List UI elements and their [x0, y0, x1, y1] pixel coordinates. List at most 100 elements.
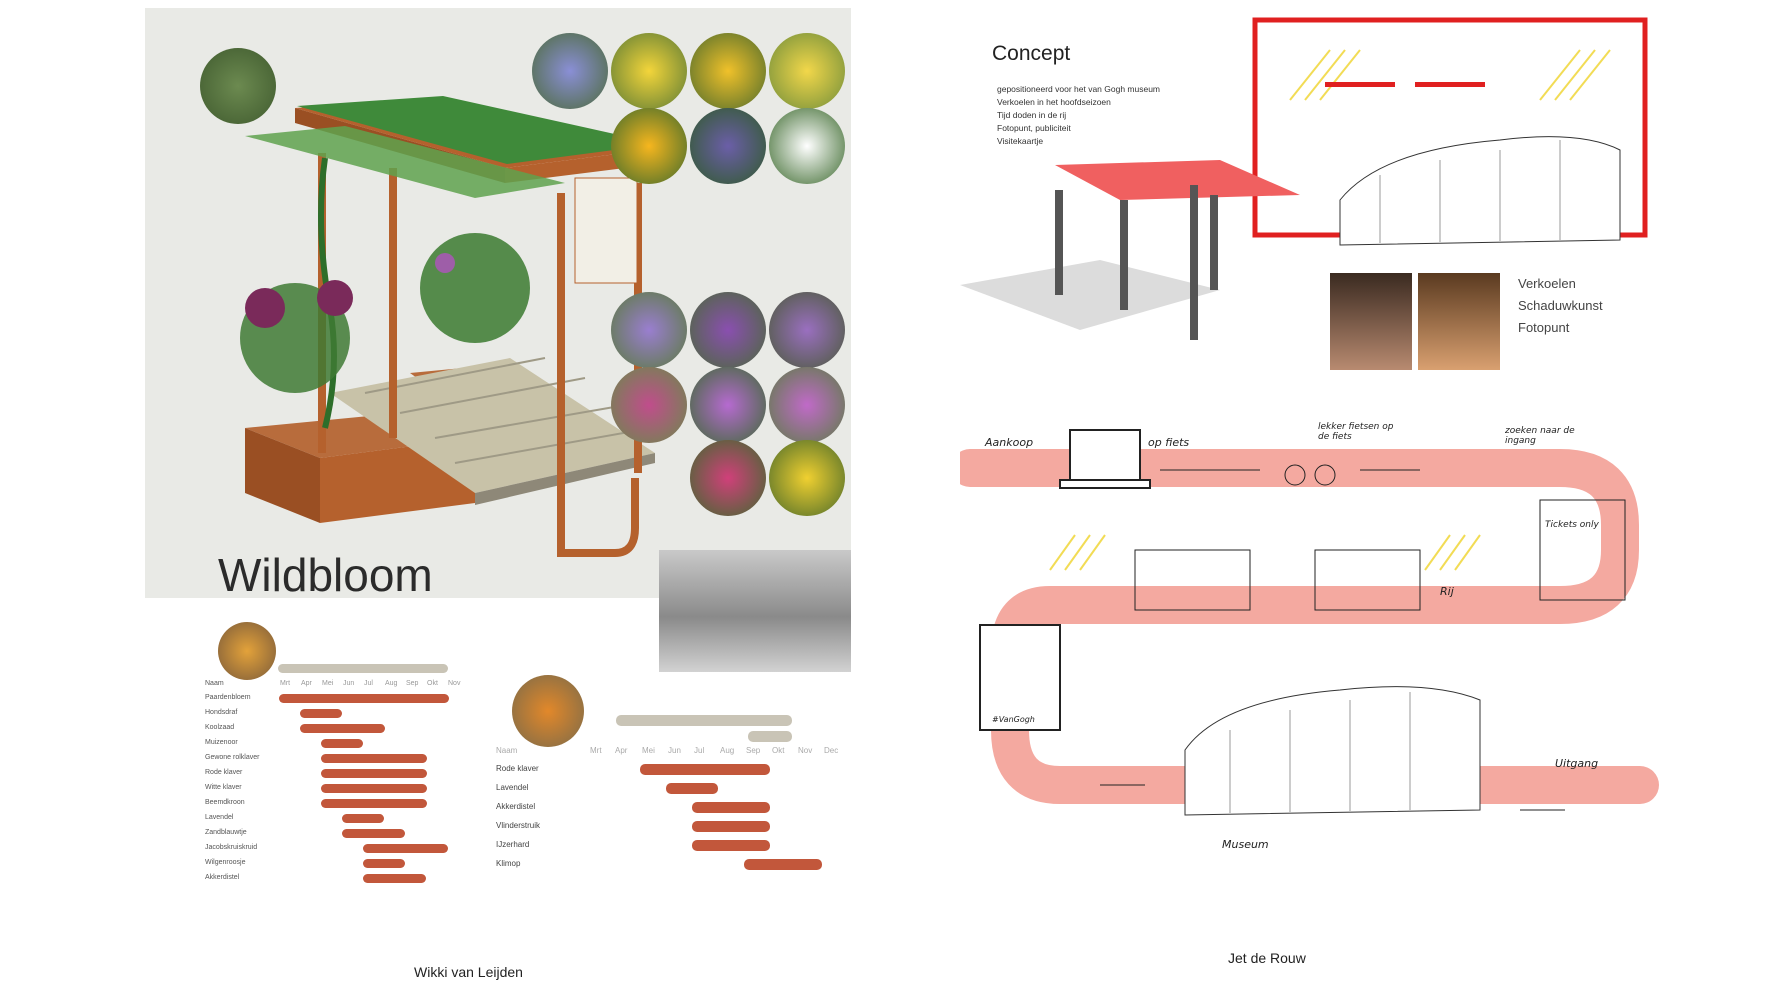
portrait-photo	[1418, 273, 1500, 370]
plant-label: Zandblauwtje	[205, 829, 247, 836]
bloom-bar	[363, 844, 448, 853]
month-label: Sep	[406, 680, 419, 687]
plant-label: Beemdkroon	[205, 799, 245, 806]
flower-photo	[769, 33, 845, 109]
journey-hashtag: #VanGogh	[992, 715, 1035, 724]
flower-photo	[769, 367, 845, 443]
month-label: Apr	[301, 680, 312, 687]
plant-label: Wilgenroosje	[205, 859, 246, 866]
journey-rij: Rij	[1440, 585, 1454, 598]
month-label: Nov	[448, 680, 461, 687]
plant-label: Jacobskruiskruid	[205, 844, 258, 851]
plant-label: Klimop	[496, 859, 521, 868]
bloom-bar	[692, 840, 770, 851]
bloom-bar	[363, 874, 426, 883]
concept-line: Fotopunt, publiciteit	[997, 123, 1071, 133]
plant-label: Rode klaver	[205, 769, 243, 776]
bloom-bar	[342, 814, 384, 823]
flower-photo	[690, 292, 766, 368]
journey-fietsen: lekker fietsen op de fiets	[1318, 422, 1394, 442]
month-label: Aug	[720, 746, 735, 755]
bloom-bar	[666, 783, 718, 794]
keyword-label: Fotopunt	[1518, 320, 1570, 335]
month-label: Apr	[615, 746, 628, 755]
plant-label: Paardenbloem	[205, 694, 251, 701]
journey-opfiets: op fiets	[1148, 436, 1190, 449]
bloom-bar	[321, 799, 427, 808]
visitor-journey-map	[960, 429, 1659, 816]
flower-photo	[690, 367, 766, 443]
journey-uitgang: Uitgang	[1555, 757, 1599, 770]
bloom-bar	[300, 724, 385, 733]
month-label: Jul	[364, 680, 373, 687]
plant-label: Muizenoor	[205, 739, 238, 746]
bloom-bar	[321, 739, 363, 748]
concept-line: Tijd doden in de rij	[997, 110, 1067, 120]
plant-label: IJzerhard	[496, 840, 530, 849]
flower-photo	[769, 440, 845, 516]
month-label: Mei	[642, 746, 655, 755]
wildbloom-bench-illustration	[240, 96, 665, 557]
bloom-bar	[363, 859, 405, 868]
flower-photo	[690, 440, 766, 516]
plant-label: Lavendel	[496, 783, 529, 792]
bloom-bar	[279, 694, 449, 703]
month-label: Jun	[343, 680, 355, 687]
concept-illustration	[960, 17, 1648, 340]
month-label: Jun	[668, 746, 681, 755]
season-bar	[616, 715, 792, 726]
concept-title: Concept	[992, 42, 1071, 65]
concept-line: Verkoelen in het hoofdseizoen	[997, 97, 1111, 107]
month-label: Nov	[798, 746, 813, 755]
month-label: Jul	[694, 746, 705, 755]
journey-zoeken: zoeken naar de ingang	[1505, 426, 1575, 446]
flower-photo	[611, 292, 687, 368]
plant-label: Lavendel	[205, 814, 234, 821]
bloom-bar	[692, 802, 770, 813]
bloom-bar	[321, 754, 427, 763]
bloom-bar	[321, 769, 427, 778]
flower-photo	[611, 367, 687, 443]
month-label: Mrt	[590, 746, 602, 755]
flower-photo	[690, 33, 766, 109]
bloom-bar	[640, 764, 770, 775]
flower-photo	[769, 292, 845, 368]
wildbloom-title: Wildbloom	[218, 549, 433, 601]
month-label: Mrt	[280, 680, 291, 687]
bloom-bar	[342, 829, 405, 838]
flower-photo	[611, 33, 687, 109]
flower-photo	[690, 108, 766, 184]
concept-line: Visitekaartje	[997, 136, 1044, 146]
shrub-photo	[200, 48, 276, 124]
plant-label: Koolzaad	[205, 724, 235, 731]
month-label: Okt	[427, 680, 438, 687]
plant-label: Gewone rolklaver	[205, 754, 260, 761]
month-label: Dec	[824, 746, 839, 755]
keyword-label: Verkoelen	[1518, 276, 1576, 291]
season-bar	[278, 664, 448, 673]
butterfly-photo	[512, 675, 584, 747]
concept-line: gepositioneerd voor het van Gogh museum	[997, 84, 1161, 94]
month-label: Aug	[385, 680, 398, 687]
flower-photo	[532, 33, 608, 109]
journey-tickets: Tickets only	[1545, 520, 1599, 530]
portrait-photo	[1330, 273, 1412, 370]
month-label: Okt	[772, 746, 785, 755]
plant-label: Hondsdraf	[205, 709, 238, 716]
journey-museum: Museum	[1222, 838, 1269, 851]
plant-label: Witte klaver	[205, 784, 242, 791]
author-caption-right: Jet de Rouw	[1228, 950, 1306, 966]
flower-photo	[769, 108, 845, 184]
bloom-bar	[744, 859, 822, 870]
plant-label: Akkerdistel	[496, 802, 536, 811]
plant-label: Akkerdistel	[205, 874, 240, 881]
keyword-label: Schaduwkunst	[1518, 298, 1603, 313]
season-bar	[748, 731, 792, 742]
author-caption-left: Wikki van Leijden	[414, 964, 523, 980]
journey-aankoop: Aankoop	[985, 436, 1034, 449]
street-photo	[659, 550, 851, 672]
plant-label: Vlinderstruik	[496, 821, 541, 830]
bloom-bar	[692, 821, 770, 832]
flower-photo	[611, 108, 687, 184]
gantt2-header: Naam	[496, 746, 518, 755]
